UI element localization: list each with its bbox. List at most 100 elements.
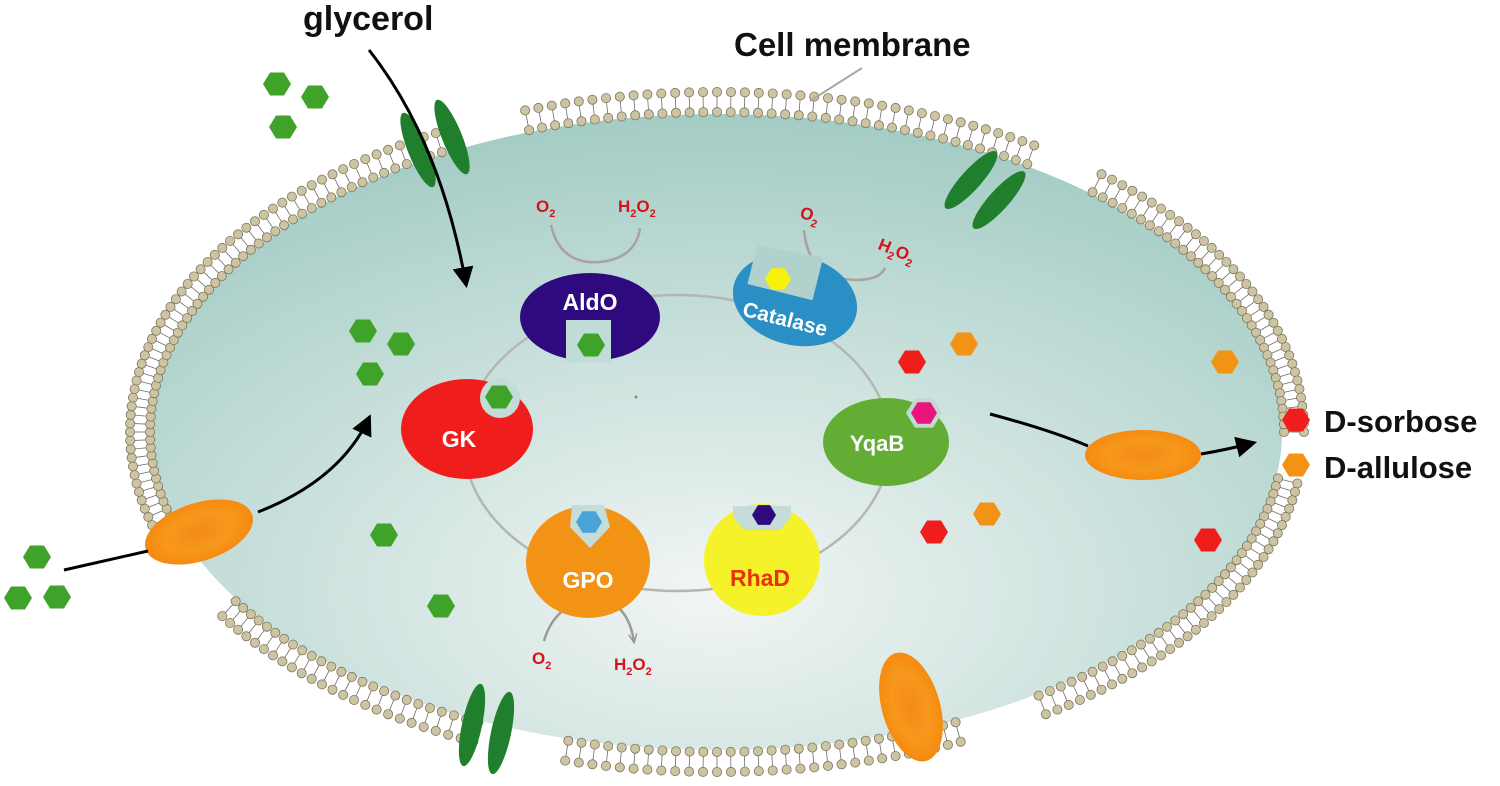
glycerol-label: glycerol: [303, 0, 433, 38]
glycerol-molecules-inside: [349, 319, 455, 618]
lipid-head: [1085, 689, 1096, 700]
lipid-head: [371, 704, 382, 715]
lipid-head: [993, 128, 1004, 139]
lipid-head: [860, 118, 871, 129]
lipid-head: [684, 746, 695, 757]
lipid-head: [1087, 666, 1098, 677]
lipid-head: [1077, 671, 1088, 682]
glycerol-molecule: [356, 362, 384, 386]
lipid-head: [249, 637, 260, 648]
lipid-head: [368, 172, 379, 183]
lipid-head: [671, 746, 682, 757]
lipid-head: [670, 766, 681, 777]
catalase-h2o2-label: H2O2: [876, 235, 914, 270]
lipid-head: [1258, 552, 1269, 563]
lipid-head: [286, 662, 297, 673]
lipid-head: [253, 615, 264, 626]
enzyme-aldo: AldO: [520, 273, 660, 362]
lipid-head: [436, 147, 447, 158]
yqab-substrate-hexagon: [911, 402, 937, 424]
lipid-head: [576, 116, 587, 127]
lipid-head: [1247, 567, 1258, 578]
lipid-head: [151, 325, 162, 336]
lipid-head: [823, 93, 834, 104]
lipid-head: [1107, 197, 1118, 208]
lipid-head: [657, 745, 668, 756]
lipid-head: [589, 739, 600, 750]
gpo-o2-label: O2: [532, 649, 551, 672]
lipid-head: [368, 681, 379, 692]
lipid-head: [245, 609, 256, 620]
lipid-head: [1280, 342, 1291, 353]
lipid-head: [270, 627, 281, 638]
lipid-head: [1221, 597, 1232, 608]
lipid-head: [448, 710, 459, 721]
lipid-head: [1066, 676, 1077, 687]
lipid-head: [182, 313, 193, 324]
legend-swatch-d-allulose: [1282, 453, 1310, 477]
lipid-head: [188, 271, 199, 282]
lipid-head: [1126, 208, 1137, 219]
lipid-head: [1137, 662, 1148, 673]
lipid-head: [418, 722, 429, 733]
lipid-head: [616, 111, 627, 122]
lipid-head: [217, 242, 228, 253]
lipid-head: [136, 495, 147, 506]
lipid-head: [1253, 559, 1264, 570]
lipid-head: [863, 755, 874, 766]
lipid-head: [336, 187, 347, 198]
lipid-head: [1241, 575, 1252, 586]
lipid-head: [203, 284, 214, 295]
lipid-head: [436, 706, 447, 717]
lipid-head: [1235, 271, 1246, 282]
lipid-head: [809, 762, 820, 773]
lipid-head: [249, 216, 260, 227]
lipid-head: [1074, 695, 1085, 706]
glycerol-entry-arrow: [367, 49, 474, 289]
lipid-head: [1268, 536, 1279, 547]
cytoplasm: [152, 114, 1282, 750]
lipid-head: [1096, 684, 1107, 695]
lipid-head: [836, 759, 847, 770]
lipid-head: [316, 656, 327, 667]
lipid-head: [890, 102, 901, 113]
lipid-head: [877, 753, 888, 764]
lipid-head: [766, 108, 777, 119]
lipid-head: [225, 618, 236, 629]
lipid-head: [1107, 174, 1118, 185]
lipid-head: [297, 645, 308, 656]
d-allulose-molecule: [973, 502, 1001, 526]
lipid-head: [1268, 317, 1279, 328]
lipid-head: [820, 112, 831, 123]
lipid-head: [267, 203, 278, 214]
lipid-head: [684, 107, 695, 118]
catalase-o2-label: O2: [798, 203, 819, 231]
lipid-head: [603, 112, 614, 123]
glycerol-molecules-outside-top: [263, 72, 329, 139]
lipid-head: [753, 746, 764, 757]
lipid-head: [533, 102, 544, 113]
d-sorbose-molecule: [920, 520, 948, 544]
lipid-head: [1206, 611, 1217, 622]
lipid-head: [930, 111, 941, 122]
lipid-head: [1198, 235, 1209, 246]
lipid-head: [1213, 576, 1224, 587]
lipid-head: [245, 244, 256, 255]
gk-label: GK: [442, 426, 477, 452]
lipid-head: [1225, 562, 1236, 573]
catalase-cofactor-arc: [802, 229, 887, 282]
lipid-head: [1033, 690, 1044, 701]
lipid-head: [360, 699, 371, 710]
lipid-head: [258, 644, 269, 655]
lipid-head: [277, 197, 288, 208]
lipid-head: [1220, 284, 1231, 295]
lipid-head: [327, 169, 338, 180]
lipid-head: [670, 87, 681, 98]
lipid-head: [1174, 637, 1185, 648]
lipid-head: [916, 108, 927, 119]
lipid-head: [563, 735, 574, 746]
legend-label-d-sorbose: D-sorbose: [1324, 404, 1477, 439]
lipid-head: [1156, 650, 1167, 661]
lipid-head: [767, 765, 778, 776]
lipid-head: [1178, 244, 1189, 255]
